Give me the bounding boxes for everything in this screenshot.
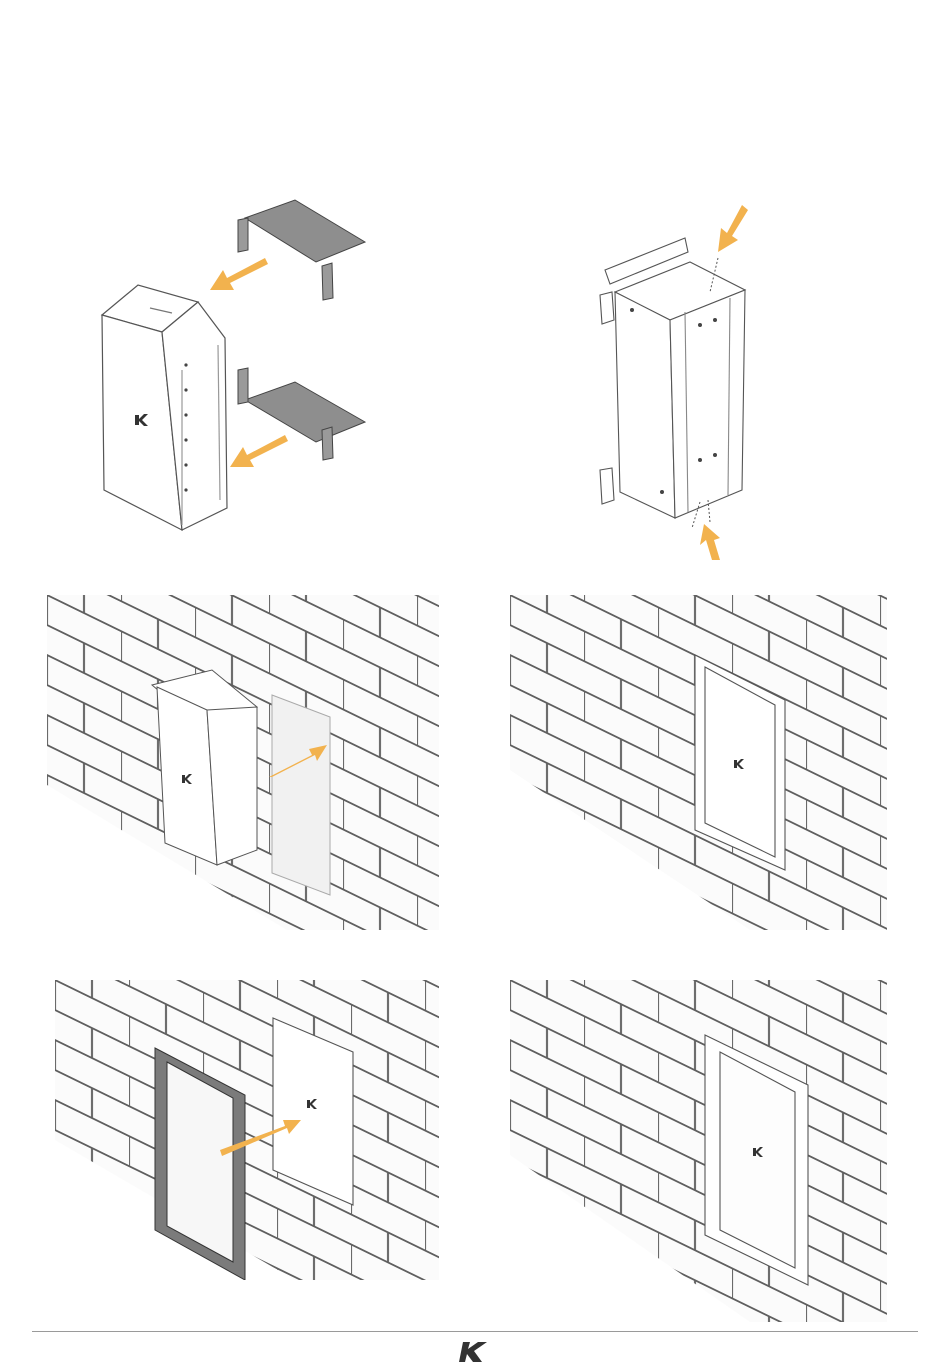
step-5-illustration	[55, 980, 439, 1280]
bottom-bracket	[238, 368, 365, 460]
step-3-illustration	[47, 595, 439, 930]
k-array-logo-icon	[459, 1340, 491, 1364]
speaker-unit	[152, 670, 257, 865]
top-bracket	[238, 200, 365, 300]
step-6-illustration	[510, 980, 887, 1322]
step-2-illustration	[580, 200, 770, 565]
step-1-illustration	[90, 190, 390, 540]
footer-divider	[32, 1331, 918, 1332]
step-4-illustration	[510, 595, 887, 930]
speaker-cabinet	[102, 285, 227, 530]
